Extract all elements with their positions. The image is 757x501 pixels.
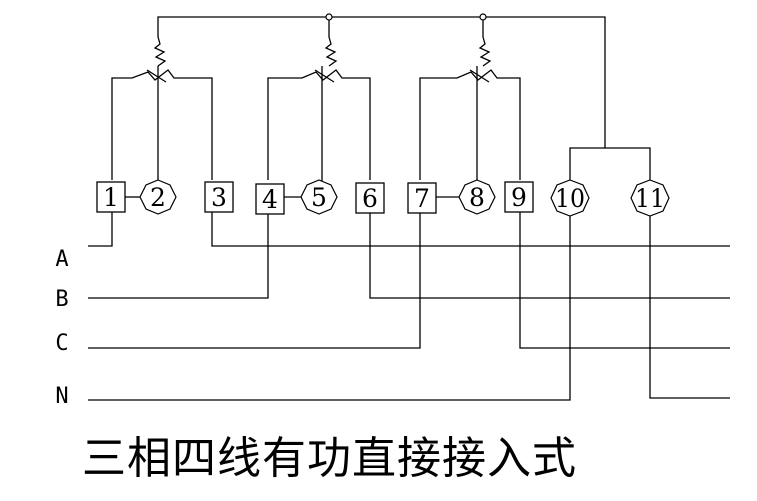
meter-element-1: [111, 36, 213, 195]
terminal-9: [504, 181, 534, 213]
terminal-8-label: 8: [469, 183, 485, 212]
terminal-11-label: 11: [635, 184, 665, 213]
terminal-4-label: 4: [262, 185, 278, 214]
line-labels: A B C N: [55, 247, 68, 409]
terminal-2-label: 2: [150, 183, 166, 212]
terminal-5-label: 5: [311, 183, 327, 212]
terminal-1: [96, 181, 126, 213]
line-label-a: A: [55, 247, 68, 272]
meter-element-3: [419, 36, 521, 195]
line-connections: [88, 196, 730, 401]
line-label-b: B: [55, 287, 68, 312]
voltage-bus: [157, 13, 651, 182]
terminal-2: [139, 179, 177, 215]
terminal-4: [255, 183, 285, 215]
bus-junction-1: [325, 13, 333, 21]
terminal-9-label: 9: [511, 183, 527, 212]
terminal-10-label: 10: [555, 184, 585, 213]
meter-element-2: [267, 36, 371, 195]
terminal-10: [550, 179, 590, 217]
terminal-7-label: 7: [414, 184, 430, 213]
terminal-7: [407, 182, 437, 214]
terminal-1-label: 1: [103, 183, 119, 212]
terminal-6: [355, 182, 385, 214]
line-label-n: N: [55, 384, 68, 409]
terminal-11: [630, 179, 670, 217]
bus-junction-2: [479, 13, 487, 21]
terminal-3-label: 3: [211, 183, 227, 212]
terminal-5: [300, 179, 338, 215]
terminal-block: 1 2 3 4 5 6 7 8 9 10 11: [96, 179, 670, 217]
terminal-8: [458, 179, 496, 215]
terminal-6-label: 6: [362, 184, 378, 213]
terminal-3: [204, 181, 234, 213]
line-label-c: C: [55, 331, 68, 356]
diagram-caption: 三相四线有功直接接入式: [82, 433, 577, 484]
